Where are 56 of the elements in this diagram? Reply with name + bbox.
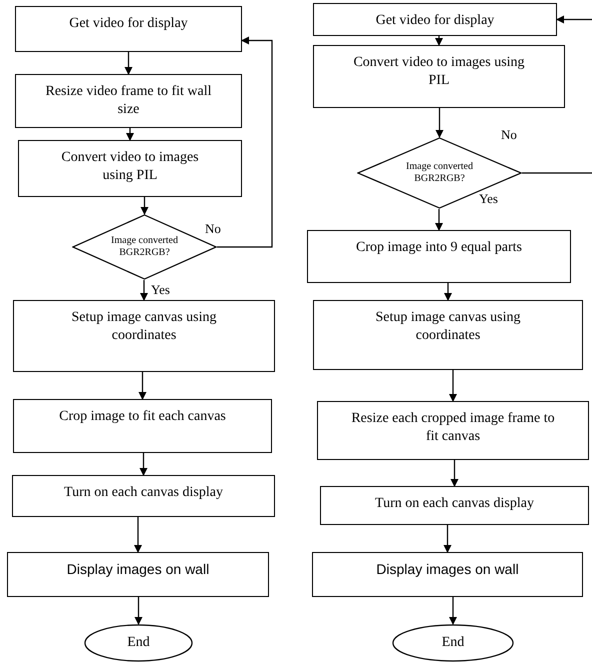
arrow (140, 280, 148, 301)
arrow (450, 460, 458, 487)
node-text: Setup image canvas using coordinates (374, 309, 522, 344)
arrow (134, 517, 142, 553)
node-text: Setup image canvas using coordinates (70, 309, 218, 344)
process-box (317, 401, 589, 460)
node-text: Crop image to fit each canvas (59, 408, 226, 426)
edge-label: Yes (150, 283, 171, 296)
process-box (15, 74, 242, 128)
arrow (124, 52, 132, 75)
process-box (313, 300, 583, 370)
process-box (13, 399, 272, 453)
process-box (13, 300, 275, 372)
node-text: Crop image into 9 equal parts (356, 239, 522, 256)
node-text: End (442, 634, 464, 652)
arrow (449, 597, 457, 625)
arrow (217, 36, 273, 248)
process-box (18, 140, 242, 197)
arrow (134, 597, 142, 625)
node-text: Get video for display (69, 15, 188, 32)
node-text: Image converted BGR2RGB? (405, 160, 474, 186)
process-box (7, 552, 269, 597)
arrow (444, 283, 452, 301)
arrow (126, 128, 134, 141)
process-box (313, 45, 565, 108)
terminal-ellipse (84, 624, 193, 662)
arrow (444, 525, 452, 553)
process-box (12, 475, 275, 517)
arrow (138, 372, 146, 400)
node-text: Display images on wall (66, 561, 210, 578)
node-text: Turn on each canvas display (375, 495, 534, 512)
arrow (556, 16, 592, 24)
node-text: Convert video to images using PIL (352, 54, 526, 89)
terminal-ellipse (392, 624, 514, 662)
node-text: Display images on wall (376, 561, 519, 578)
arrow (436, 108, 444, 138)
node-text: Resize video frame to fit wall size (44, 83, 212, 118)
node-text: Convert video to images using PIL (60, 149, 200, 184)
node-text: End (127, 634, 150, 652)
node-text: Resize each cropped image frame to fit canvas (350, 410, 556, 445)
node-text: Get video for display (376, 12, 494, 30)
process-box (307, 230, 571, 283)
edge-label: Yes (478, 192, 499, 205)
arrow (140, 197, 148, 215)
process-box (15, 6, 242, 52)
node-text: Turn on each canvas display (64, 484, 223, 502)
edge-label: No (500, 128, 518, 141)
arrow (435, 36, 443, 46)
process-box (320, 486, 589, 525)
arrow (449, 370, 457, 402)
process-box (313, 3, 557, 36)
node-text: Image converted BGR2RGB? (110, 234, 179, 260)
arrow (435, 209, 443, 231)
arrow (140, 453, 148, 476)
connector-line (522, 172, 592, 174)
process-box (312, 552, 583, 597)
